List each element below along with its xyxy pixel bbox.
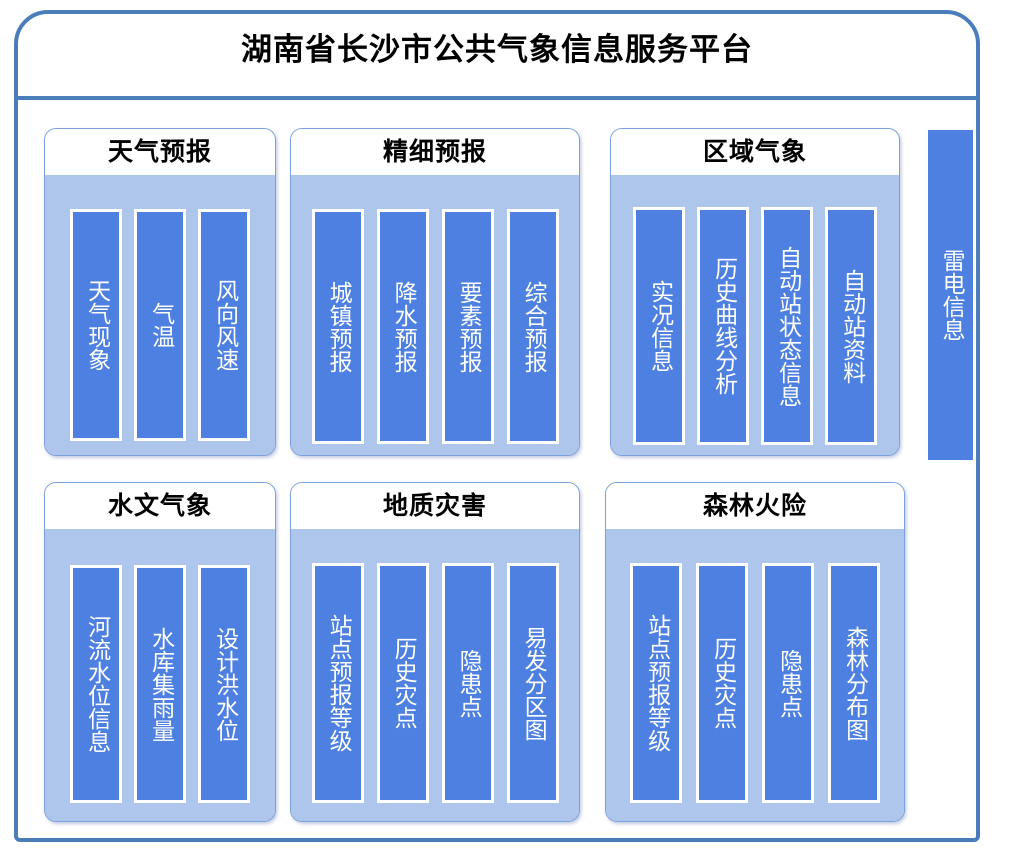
module-bar[interactable]: 自动站资料 <box>825 207 877 445</box>
panel-body: 天气现象气温风向风速 <box>45 175 275 455</box>
module-bar[interactable]: 河流水位信息 <box>70 565 122 803</box>
module-bar[interactable]: 自动站状态信息 <box>761 207 813 445</box>
module-bar[interactable]: 易发分区图 <box>506 563 559 803</box>
panel-title: 水文气象 <box>45 483 275 529</box>
module-bar[interactable]: 设计洪水位 <box>198 565 250 803</box>
panel-body: 站点预报等级历史灾点隐患点易发分区图 <box>291 529 579 821</box>
panel-geological-disaster[interactable]: 地质灾害 站点预报等级历史灾点隐患点易发分区图 <box>290 482 580 822</box>
panel-body: 城镇预报降水预报要素预报综合预报 <box>291 175 579 455</box>
module-bar[interactable]: 历史灾点 <box>696 563 748 803</box>
module-bar[interactable]: 气温 <box>134 209 186 441</box>
module-bar[interactable]: 实况信息 <box>633 207 685 445</box>
panel-hydrological-meteorology[interactable]: 水文气象 河流水位信息水库集雨量设计洪水位 <box>44 482 276 822</box>
module-bar[interactable]: 历史曲线分析 <box>697 207 749 445</box>
panel-title: 天气预报 <box>45 129 275 175</box>
module-bar[interactable]: 要素预报 <box>441 209 494 444</box>
panel-title: 地质灾害 <box>291 483 579 529</box>
module-bar[interactable]: 隐患点 <box>441 563 494 803</box>
panel-title: 森林火险 <box>606 483 904 529</box>
module-bar[interactable]: 水库集雨量 <box>134 565 186 803</box>
module-bar[interactable]: 城镇预报 <box>311 209 364 444</box>
module-bar[interactable]: 站点预报等级 <box>630 563 682 803</box>
module-bar[interactable]: 综合预报 <box>506 209 559 444</box>
platform-title: 湖南省长沙市公共气象信息服务平台 <box>241 32 753 68</box>
panel-body: 实况信息历史曲线分析自动站状态信息自动站资料 <box>611 175 899 455</box>
panel-regional-meteorology[interactable]: 区域气象 实况信息历史曲线分析自动站状态信息自动站资料 <box>610 128 900 456</box>
panel-body: 河流水位信息水库集雨量设计洪水位 <box>45 529 275 821</box>
module-bar[interactable]: 站点预报等级 <box>311 563 364 803</box>
module-bar[interactable]: 隐患点 <box>762 563 814 803</box>
module-bar[interactable]: 天气现象 <box>70 209 122 441</box>
panel-weather-forecast[interactable]: 天气预报 天气现象气温风向风速 <box>44 128 276 456</box>
module-bar[interactable]: 森林分布图 <box>828 563 880 803</box>
panel-title: 精细预报 <box>291 129 579 175</box>
title-divider <box>14 96 980 100</box>
module-bar[interactable]: 降水预报 <box>376 209 429 444</box>
panel-title: 区域气象 <box>611 129 899 175</box>
module-lightning-information[interactable]: 雷电信息 <box>928 130 973 460</box>
panel-forest-fire-risk[interactable]: 森林火险 站点预报等级历史灾点隐患点森林分布图 <box>605 482 905 822</box>
panel-body: 站点预报等级历史灾点隐患点森林分布图 <box>606 529 904 821</box>
module-bar[interactable]: 历史灾点 <box>376 563 429 803</box>
module-bar[interactable]: 风向风速 <box>198 209 250 441</box>
panel-fine-forecast[interactable]: 精细预报 城镇预报降水预报要素预报综合预报 <box>290 128 580 456</box>
